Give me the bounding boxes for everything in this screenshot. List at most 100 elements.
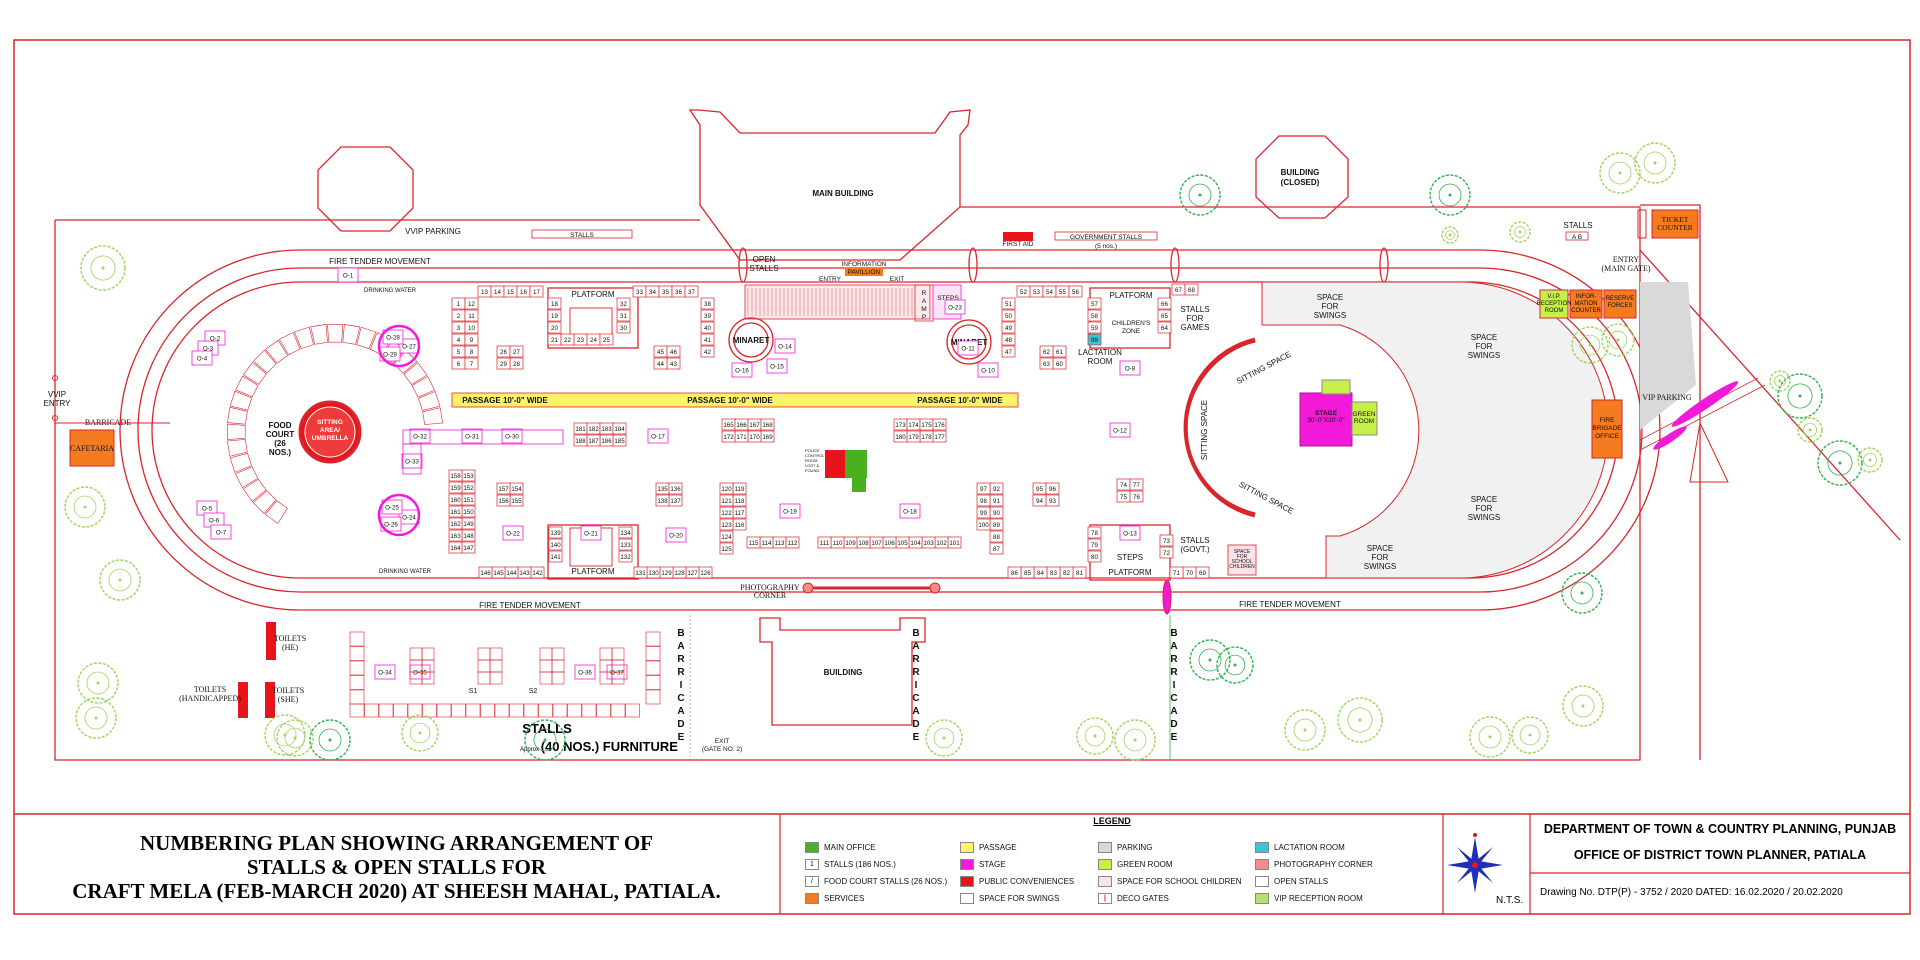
- barricade-letter: D: [1170, 719, 1177, 730]
- tree-icon: [1797, 417, 1823, 443]
- barricade-letter: D: [912, 719, 919, 730]
- stall-128: 128: [672, 566, 687, 579]
- svg-text:146: 146: [480, 570, 491, 577]
- svg-text:133: 133: [620, 542, 631, 549]
- stall-88: 88: [989, 530, 1004, 543]
- stall-31: 31: [616, 309, 631, 322]
- svg-text:O-8: O-8: [1125, 366, 1136, 373]
- svg-text:95: 95: [1036, 486, 1043, 493]
- stall-184: 184: [612, 422, 627, 435]
- legend-swatch: [960, 876, 974, 887]
- drawing-number: Drawing No. DTP(P) - 3752 / 2020 DATED: …: [1540, 887, 1843, 898]
- stall-80: 80: [1087, 550, 1102, 563]
- legend-label: GREEN ROOM: [1117, 860, 1173, 869]
- svg-text:18: 18: [551, 301, 558, 308]
- svg-text:O-21: O-21: [584, 531, 598, 538]
- svg-text:ZONE: ZONE: [1122, 328, 1141, 335]
- legend-item: |DECO GATES: [1098, 893, 1169, 904]
- stall-112: 112: [785, 536, 800, 549]
- food-court-stall: [411, 375, 436, 398]
- stall-51: 51: [1001, 297, 1016, 310]
- open-stall-O-18: O-18: [899, 503, 921, 519]
- barricade-letter: D: [677, 719, 684, 730]
- open-stall-O-33: O-33: [401, 453, 423, 469]
- svg-text:56: 56: [1072, 289, 1079, 296]
- food-court-stalls: [227, 324, 443, 525]
- legend-item: SPACE FOR SCHOOL CHILDREN: [1098, 876, 1241, 887]
- stall-60: 60: [1052, 357, 1067, 370]
- svg-text:175: 175: [921, 422, 932, 429]
- stall-63: 63: [1039, 357, 1054, 370]
- legend-item: SERVICES: [805, 893, 864, 904]
- barricade-letter: A: [912, 641, 919, 652]
- svg-text:131: 131: [635, 570, 646, 577]
- food-court-stall: [252, 490, 277, 514]
- svg-text:100: 100: [978, 522, 989, 529]
- svg-text:177: 177: [934, 434, 945, 441]
- stall-79: 79: [1087, 538, 1102, 551]
- stall-72: 72: [1159, 546, 1174, 559]
- svg-text:TOILETS(SHE): TOILETS(SHE): [272, 686, 304, 704]
- tree-icon: [1076, 717, 1114, 755]
- stall-75: 75: [1116, 490, 1131, 503]
- svg-text:112: 112: [788, 540, 798, 547]
- tree-icon: [1511, 716, 1549, 754]
- stall-58: 58: [1087, 309, 1102, 322]
- svg-text:140: 140: [550, 542, 561, 549]
- svg-text:A: A: [922, 298, 927, 305]
- food-court-stall: [403, 362, 428, 386]
- stall-89: 89: [989, 518, 1004, 531]
- tree-icon: [925, 719, 963, 757]
- stall-181: 181: [573, 422, 588, 435]
- main-building-label: MAIN BUILDING: [812, 189, 873, 198]
- stall-152: 152: [461, 481, 476, 494]
- stall-97: 97: [976, 482, 991, 495]
- stall-114: 114: [759, 536, 774, 549]
- svg-text:27: 27: [513, 349, 520, 356]
- svg-text:185: 185: [614, 438, 625, 445]
- svg-text:79: 79: [1091, 542, 1098, 549]
- svg-text:PASSAGE 10'-0" WIDE: PASSAGE 10'-0" WIDE: [917, 396, 1003, 405]
- svg-text:8: 8: [470, 349, 474, 356]
- tree-icon: [1337, 697, 1383, 743]
- svg-text:O-35: O-35: [413, 670, 427, 677]
- open-stall-O-13: O-13: [1119, 525, 1141, 541]
- svg-text:92: 92: [993, 486, 1000, 493]
- stall-2: 2: [451, 309, 466, 322]
- svg-text:42: 42: [704, 349, 711, 356]
- stall-126: 126: [698, 566, 713, 579]
- tree-icon: [1561, 572, 1603, 614]
- stall-23: 23: [573, 333, 588, 346]
- svg-text:104: 104: [910, 540, 921, 547]
- open-stall-O-11: O-11: [957, 340, 979, 356]
- svg-text:O-13: O-13: [1123, 531, 1137, 538]
- svg-text:141: 141: [550, 554, 561, 561]
- svg-text:107: 107: [871, 540, 882, 547]
- stall-113: 113: [772, 536, 787, 549]
- svg-text:O-6: O-6: [209, 518, 220, 525]
- svg-text:O-24: O-24: [402, 515, 416, 522]
- building-closed-octagon: [1255, 135, 1349, 219]
- tree-icon: [401, 714, 439, 752]
- svg-text:120: 120: [721, 486, 732, 493]
- stall-90: 90: [989, 506, 1004, 519]
- stall-159: 159: [448, 481, 463, 494]
- stall-108: 108: [856, 536, 871, 549]
- svg-text:A B: A B: [1572, 234, 1582, 241]
- svg-text:149: 149: [463, 521, 474, 528]
- tree-icon: [1509, 221, 1531, 243]
- tree-icon: [1114, 719, 1156, 761]
- svg-text:70: 70: [1186, 570, 1193, 577]
- tree-icon: [1562, 685, 1604, 727]
- stall-179: 179: [906, 430, 921, 443]
- svg-text:45: 45: [657, 349, 664, 356]
- barricade-letter: A: [1170, 641, 1177, 652]
- stall-124: 124: [719, 530, 734, 543]
- open-stall-O-16: O-16: [731, 362, 753, 378]
- svg-text:O-29: O-29: [383, 352, 397, 359]
- svg-text:ENTRY: ENTRY: [819, 276, 842, 283]
- svg-text:121: 121: [721, 498, 732, 505]
- open-stall-O-15: O-15: [766, 358, 788, 374]
